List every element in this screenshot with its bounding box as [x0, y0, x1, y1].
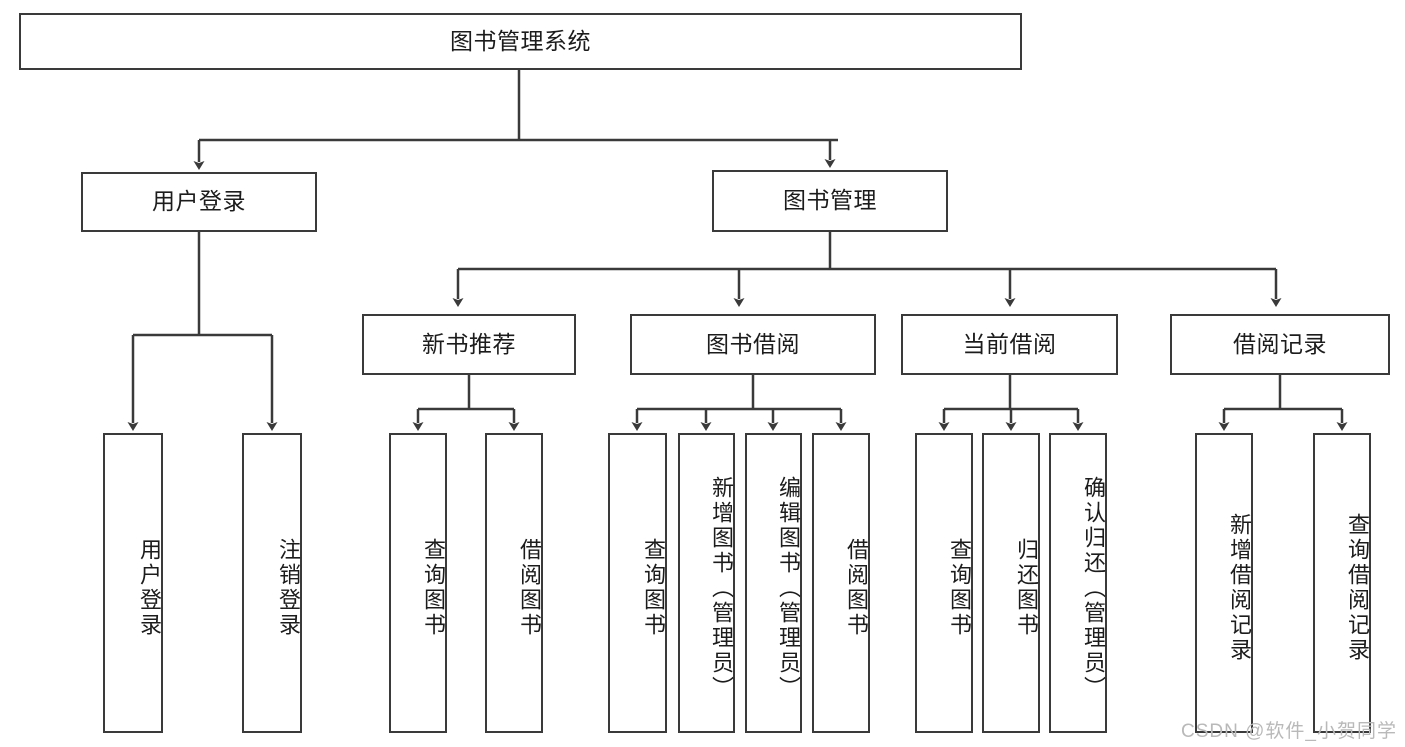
node-leaf-query-record[interactable]: 查询借阅记录 [1313, 433, 1371, 733]
node-leaf-borrow-book-2-label: 借阅图书 [844, 538, 869, 638]
node-leaf-query-book-3-label: 查询图书 [947, 538, 972, 638]
node-borrow-record[interactable]: 借阅记录 [1170, 314, 1390, 375]
node-current-borrow[interactable]: 当前借阅 [901, 314, 1118, 375]
node-root[interactable]: 图书管理系统 [19, 13, 1022, 70]
node-borrow-record-label: 借阅记录 [1233, 330, 1327, 357]
node-book-borrow-label: 图书借阅 [706, 330, 800, 357]
node-root-label: 图书管理系统 [450, 27, 591, 54]
node-leaf-logout-login[interactable]: 注销登录 [242, 433, 302, 733]
node-user-login[interactable]: 用户登录 [81, 172, 317, 232]
node-leaf-query-book-3[interactable]: 查询图书 [915, 433, 973, 733]
node-leaf-query-book-2[interactable]: 查询图书 [608, 433, 667, 733]
node-leaf-query-record-label: 查询借阅记录 [1345, 513, 1370, 663]
node-leaf-query-book-1[interactable]: 查询图书 [389, 433, 447, 733]
node-leaf-edit-book[interactable]: 编辑图书（管理员） [745, 433, 802, 733]
node-leaf-logout-login-label: 注销登录 [276, 538, 301, 638]
node-new-book-recommend[interactable]: 新书推荐 [362, 314, 576, 375]
node-book-manage[interactable]: 图书管理 [712, 170, 948, 232]
node-leaf-return-book[interactable]: 归还图书 [982, 433, 1040, 733]
node-book-borrow[interactable]: 图书借阅 [630, 314, 876, 375]
node-leaf-borrow-book-1-label: 借阅图书 [517, 538, 542, 638]
node-leaf-return-book-label: 归还图书 [1014, 538, 1039, 638]
watermark: CSDN @软件_小贺同学 [1181, 721, 1397, 742]
node-leaf-query-book-2-label: 查询图书 [641, 538, 666, 638]
node-leaf-confirm-return[interactable]: 确认归还（管理员） [1049, 433, 1107, 733]
node-new-book-recommend-label: 新书推荐 [422, 330, 516, 357]
node-leaf-add-record[interactable]: 新增借阅记录 [1195, 433, 1253, 733]
node-leaf-borrow-book-2[interactable]: 借阅图书 [812, 433, 870, 733]
node-leaf-user-login[interactable]: 用户登录 [103, 433, 163, 733]
node-book-manage-label: 图书管理 [783, 187, 877, 214]
node-leaf-borrow-book-1[interactable]: 借阅图书 [485, 433, 543, 733]
node-leaf-add-record-label: 新增借阅记录 [1227, 513, 1252, 663]
node-user-login-label: 用户登录 [152, 188, 246, 215]
node-leaf-add-book[interactable]: 新增图书（管理员） [678, 433, 735, 733]
node-current-borrow-label: 当前借阅 [962, 330, 1057, 357]
node-leaf-query-book-1-label: 查询图书 [421, 538, 446, 638]
node-leaf-confirm-return-label: 确认归还（管理员） [1081, 475, 1106, 701]
node-leaf-add-book-label: 新增图书（管理员） [709, 475, 734, 701]
node-leaf-edit-book-label: 编辑图书（管理员） [776, 475, 801, 701]
node-leaf-user-login-label: 用户登录 [137, 538, 162, 638]
